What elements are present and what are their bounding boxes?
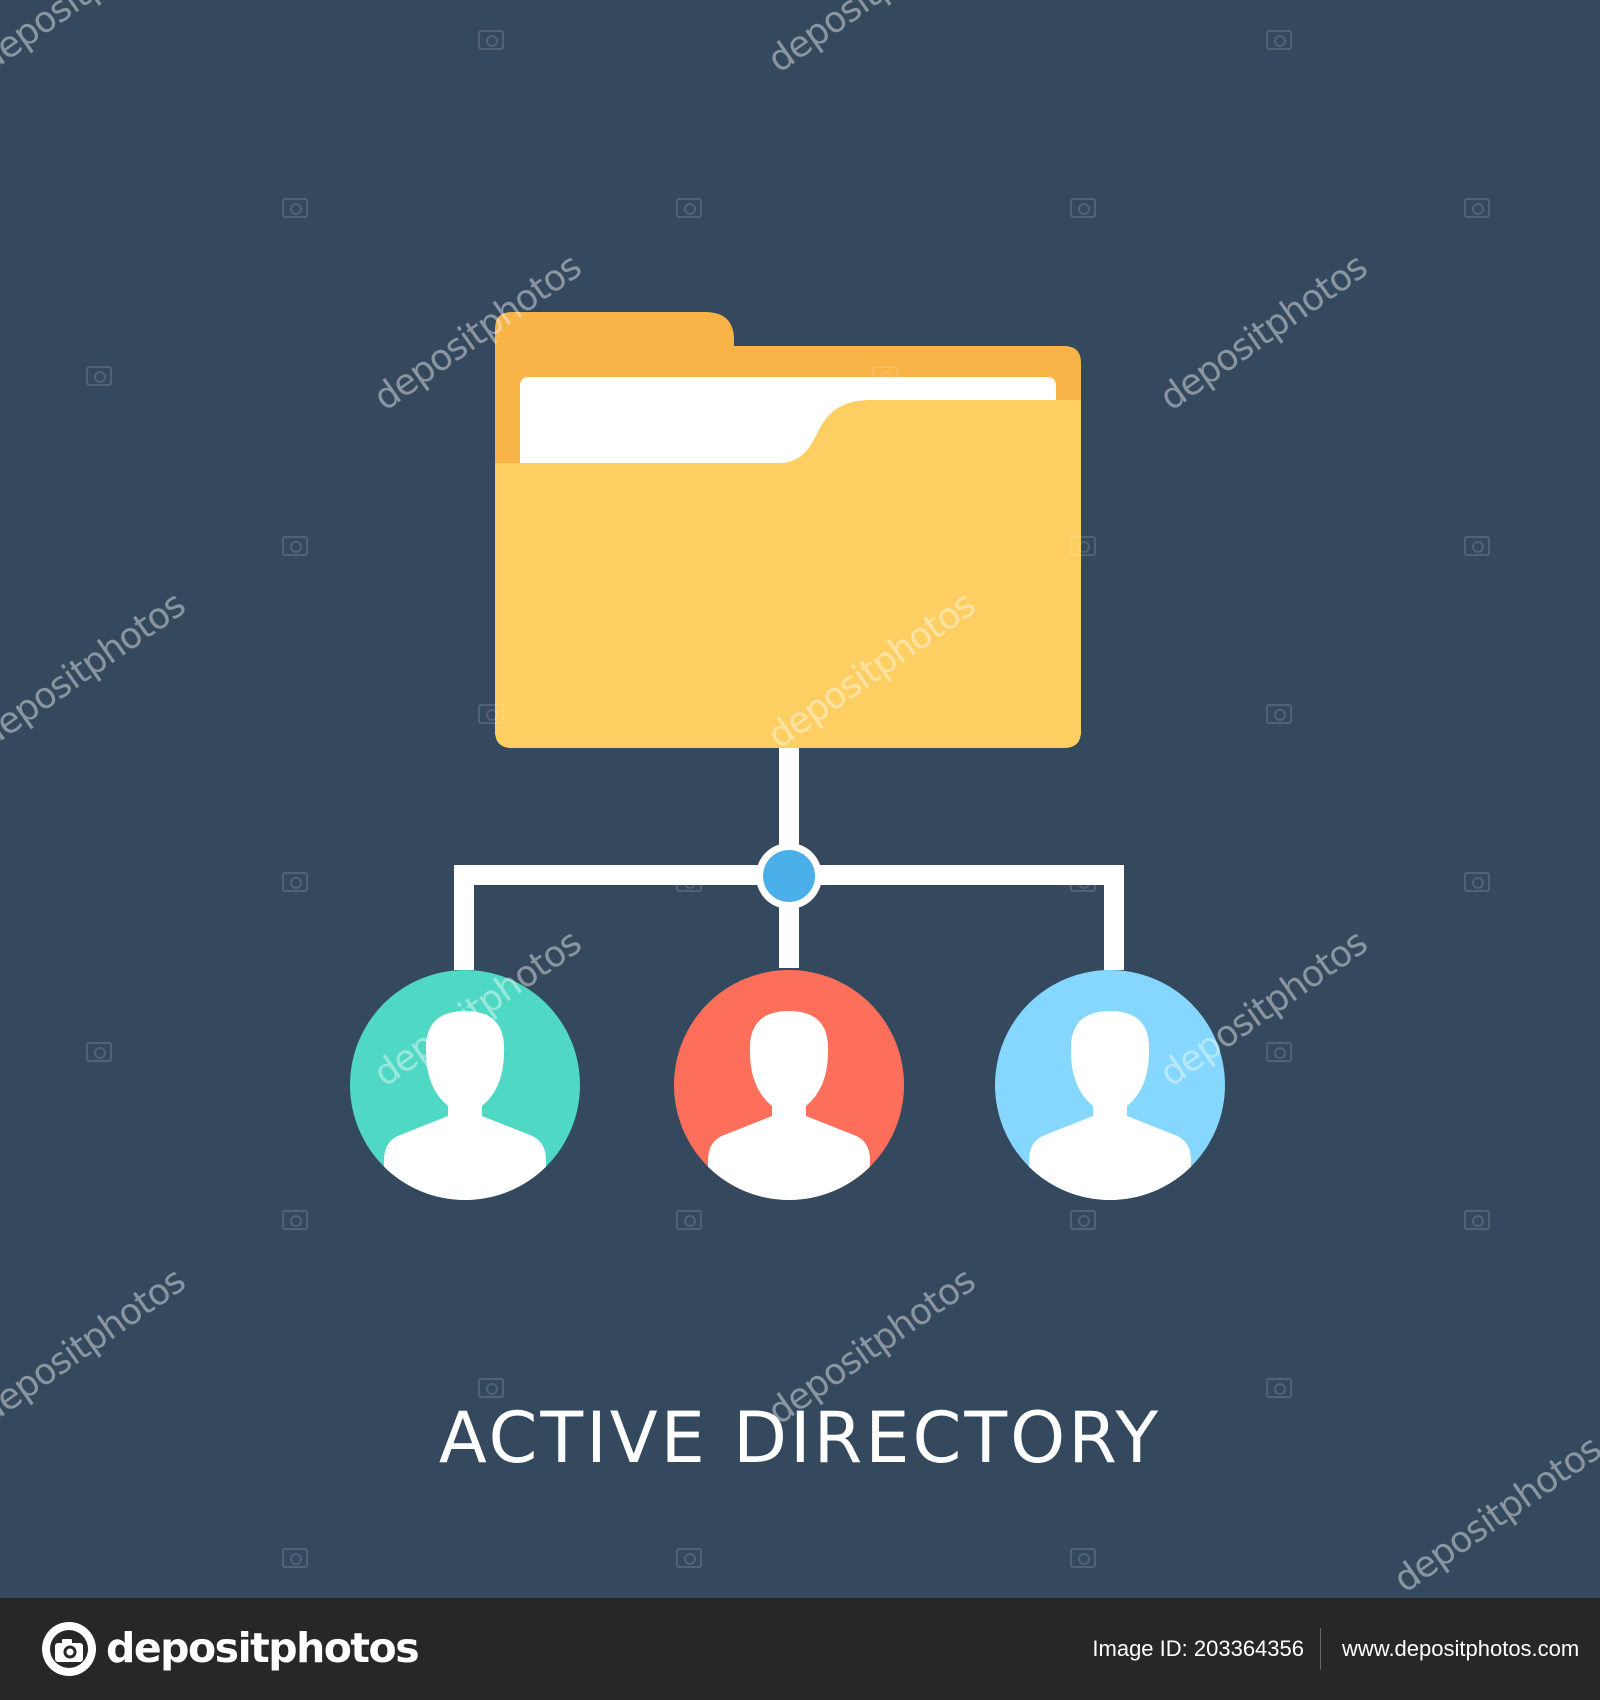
brand-name: depositphotos (106, 1624, 420, 1672)
user-avatar-icon (995, 970, 1225, 1200)
illustration-canvas: depositphotos depositphotos depositphoto… (0, 0, 1600, 1598)
illustration (350, 312, 1225, 1200)
depositphotos-logo-icon (42, 1622, 96, 1676)
site-url: www.depositphotos.com (1342, 1636, 1580, 1661)
user-avatar-icon (350, 970, 580, 1200)
image-id: Image ID: 203364356 (1092, 1636, 1304, 1661)
footer-bar: depositphotos Image ID: 203364356 www.de… (0, 1598, 1600, 1700)
folder-icon (495, 312, 1081, 748)
footer-divider (1320, 1628, 1321, 1670)
user-avatar-icon (674, 970, 904, 1200)
illustration-title: ACTIVE DIRECTORY (438, 1397, 1162, 1479)
